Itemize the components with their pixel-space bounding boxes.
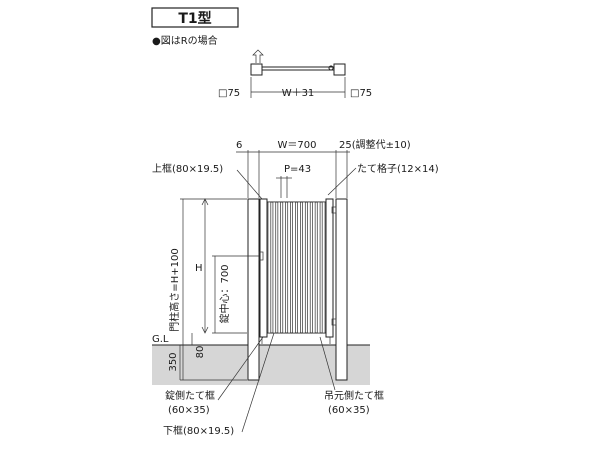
pitch-label: P=43 [284,164,311,175]
plan-width-label: W＋31 [282,88,315,99]
bottom-frame-leader [241,332,275,433]
vertical-slat [272,201,277,334]
hinge-stile-leader [319,336,336,391]
lock-stile-label: 錠側たて框 [165,389,215,402]
top-dimensions: 6 W＝700 25(調整代±10) P=43 [236,138,411,198]
note-text: ●図はRの場合 [152,34,218,47]
vertical-slat [316,201,321,334]
gate-leaf [258,198,337,344]
slats-label: たて格子(12×14) [357,162,439,175]
hinge-stile-size: (60×35) [328,405,370,416]
vertical-slat [267,201,272,334]
plan-view: □75 W＋31 □75 [218,49,372,99]
vertical-slats [267,201,326,334]
vertical-slat [297,201,301,334]
plan-right-post [333,63,346,76]
vertical-slat [287,201,291,334]
ground-area [152,345,370,385]
height-label: H [195,263,203,274]
post-height-label: 門柱高さ=H+100 [168,248,181,331]
left-dimensions: 門柱高さ=H+100 H 錠中心：700 80 350 [168,198,259,381]
title-box [151,7,239,28]
offset-label: 6 [236,140,242,151]
vertical-slat [321,201,326,334]
vertical-slat [302,201,306,334]
lock-side-post [247,198,260,381]
adjust-label: 25(調整代±10) [339,138,411,151]
vertical-slat [307,201,311,334]
hinge-top [331,206,337,214]
vertical-slat [277,201,282,334]
gl-label: G.L [152,334,169,345]
lock-stile [259,198,268,338]
embed-label: 350 [168,352,179,371]
title-text: T1型 [178,10,211,27]
open-direction-arrow-icon [252,49,264,63]
vertical-slat [292,201,296,334]
top-frame-leader [236,169,263,200]
hinge-stile [325,198,334,338]
hinge-stile-label: 吊元側たて框 [324,389,384,402]
vertical-slat [312,201,316,334]
plan-hinge [328,65,334,71]
plan-left-post [250,63,263,76]
width-label: W＝700 [278,140,317,151]
lock-stile-size: (60×35) [168,405,210,416]
plan-left-post-label: □75 [218,88,240,99]
slats-leader [327,167,357,196]
plan-right-post-label: □75 [350,88,372,99]
lock-center-label: 錠中心：700 [218,264,231,323]
hinge-side-post [335,198,348,381]
vertical-slat [282,201,286,334]
hinge-bottom [331,318,337,326]
lock-stile-leader [217,336,264,401]
gap-label: 80 [195,346,206,359]
top-frame-label: 上框(80×19.5) [152,162,223,175]
bottom-frame-label: 下框(80×19.5) [163,424,234,437]
